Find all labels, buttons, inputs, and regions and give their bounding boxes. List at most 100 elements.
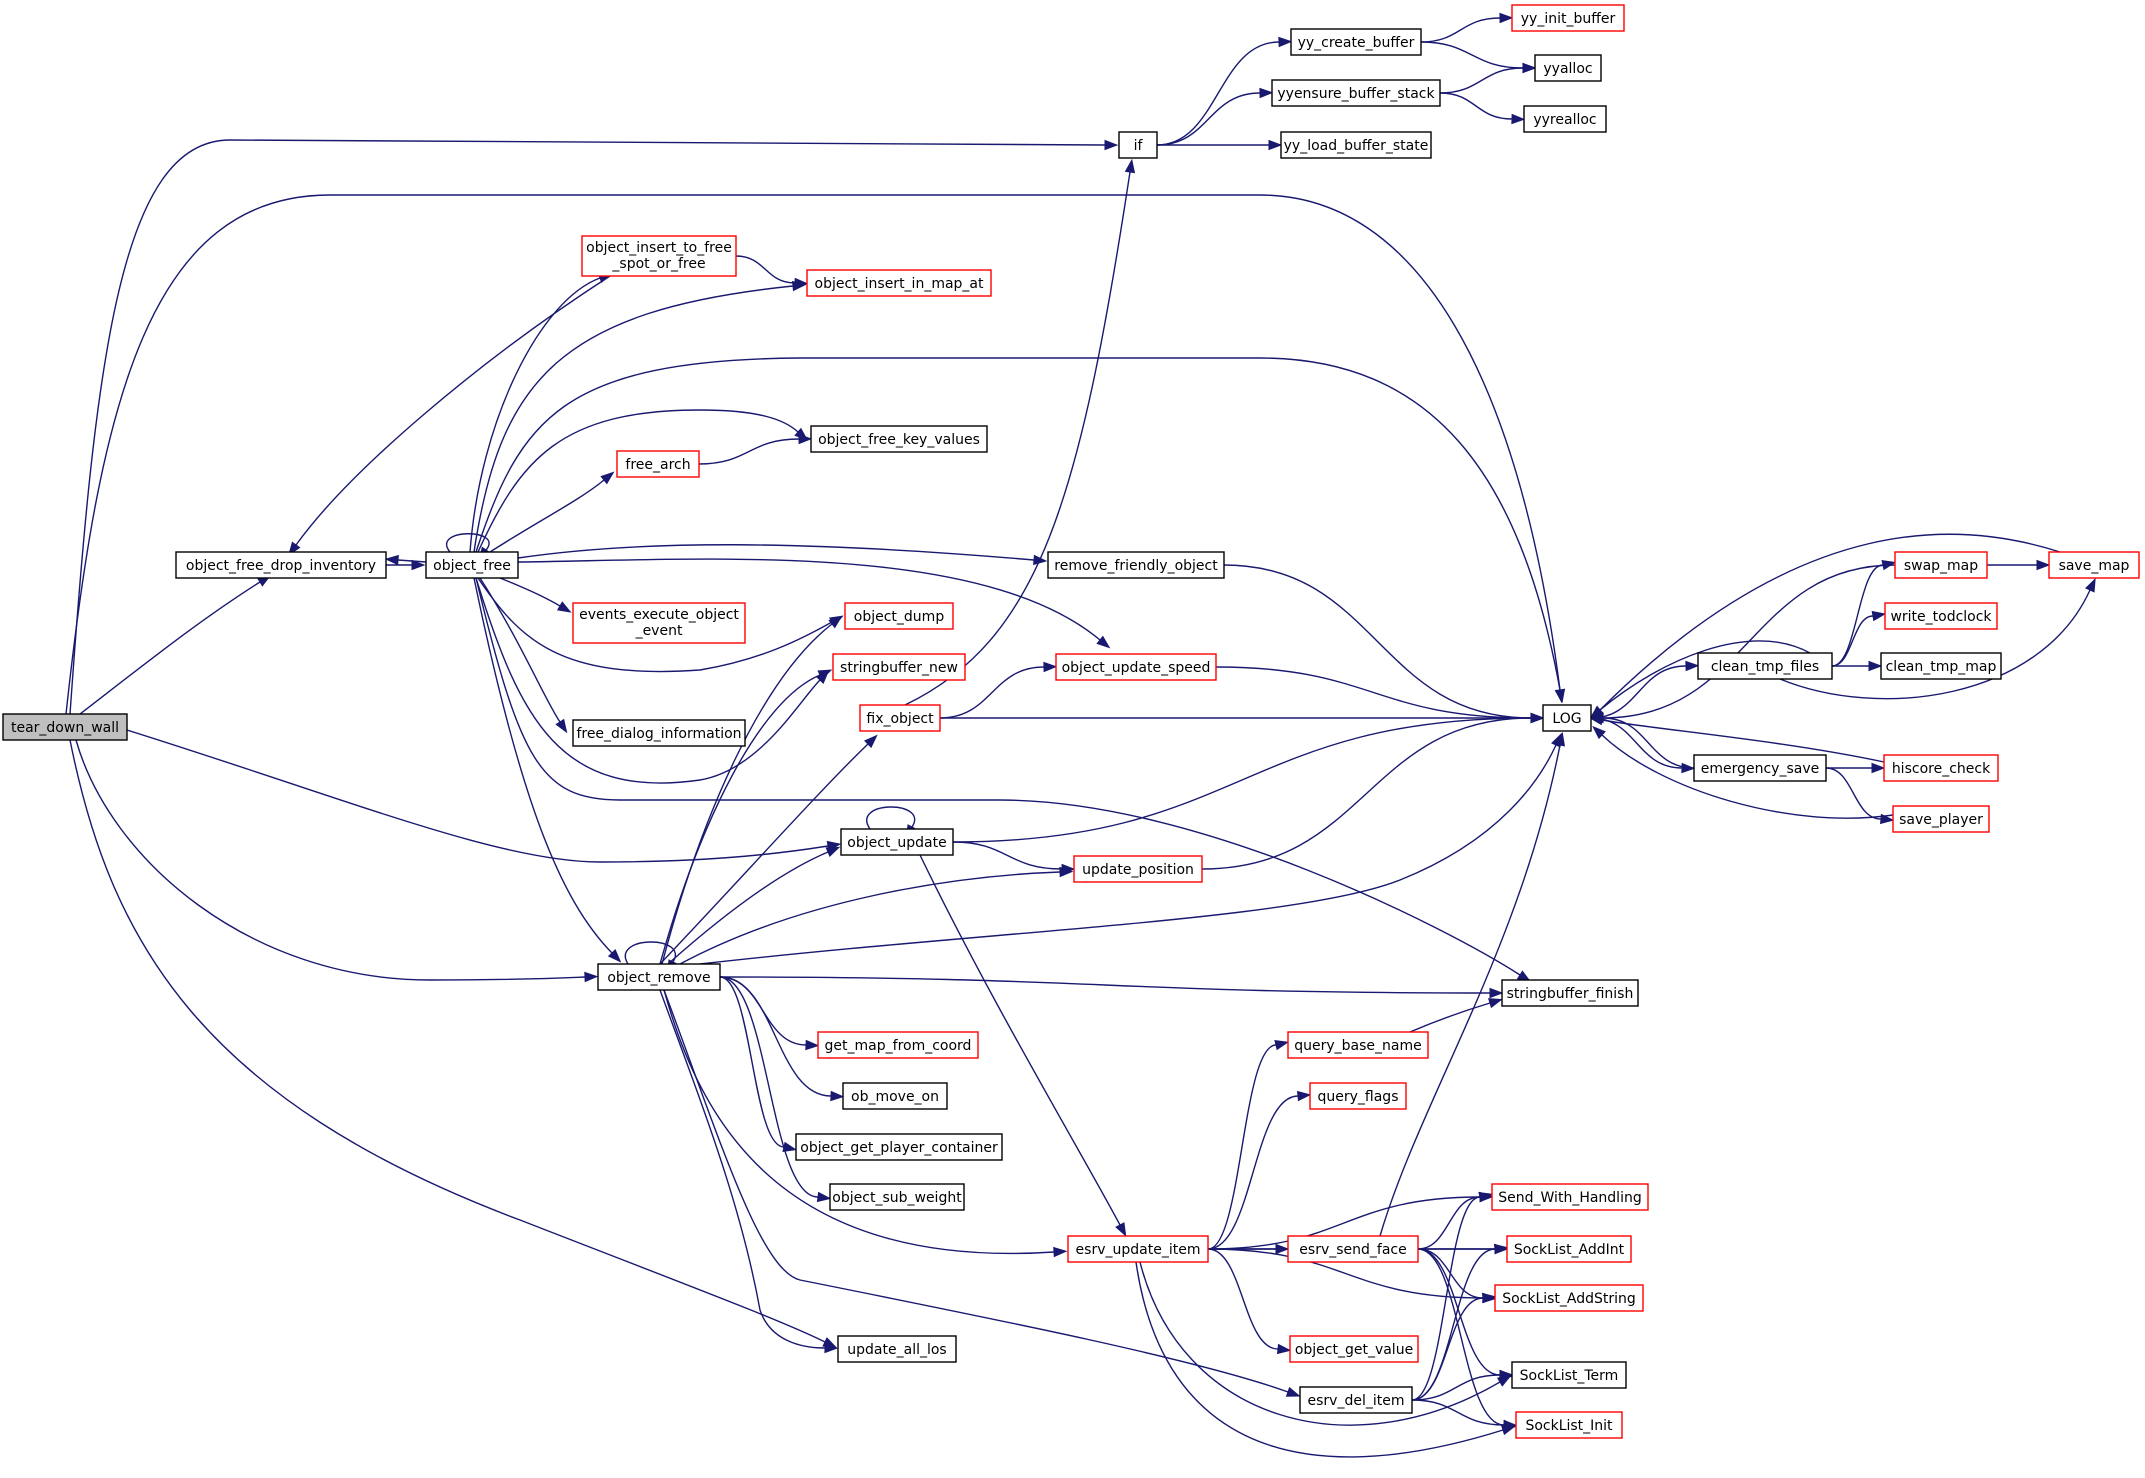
node-label: object_update_speed (1062, 660, 1211, 676)
node-box (1697, 652, 1833, 680)
node-get-map-from-coord[interactable]: get_map_from_coord (817, 1031, 979, 1059)
edge-line (499, 577, 561, 607)
node-label: object_free_key_values (818, 432, 980, 448)
node-yyrealloc[interactable]: yyrealloc (1523, 105, 1607, 133)
node-send-with-handling[interactable]: Send_With_Handling (1491, 1183, 1649, 1211)
node-update-all-los[interactable]: update_all_los (837, 1335, 957, 1363)
node-label: clean_tmp_files (1711, 659, 1819, 675)
edge-line (1156, 41, 1280, 146)
node-label: _spot_or_free (611, 256, 705, 272)
node-esrv-del-item[interactable]: esrv_del_item (1299, 1386, 1413, 1414)
node-box (1073, 855, 1203, 883)
node-object-free[interactable]: object_free (425, 551, 519, 579)
node-object-update-speed[interactable]: object_update_speed (1055, 653, 1217, 681)
node-socklist-addint[interactable]: SockList_AddInt (1506, 1235, 1632, 1263)
node-if[interactable]: if (1118, 131, 1158, 159)
arrowhead-icon (791, 280, 807, 292)
arrowhead-icon (1499, 1369, 1514, 1381)
node-yy-load-buffer-state[interactable]: yy_load_buffer_state (1280, 131, 1432, 159)
node-label: yyrealloc (1533, 112, 1596, 128)
arrowhead-icon (1481, 1292, 1497, 1304)
node-label: remove_friendly_object (1054, 558, 1218, 574)
node-save-map[interactable]: save_map (2048, 551, 2140, 579)
node-hiscore-check[interactable]: hiscore_check (1883, 754, 1999, 782)
edge-line (517, 544, 1035, 561)
node-ob-move-on[interactable]: ob_move_on (842, 1082, 948, 1110)
edge-object_free-to-remove_friendly_object (517, 544, 1048, 566)
edge-clean_tmp_files-to-save_map (1779, 577, 2096, 700)
node-object-insert-in-map-at[interactable]: object_insert_in_map_at (806, 269, 992, 297)
node-esrv-send-face[interactable]: esrv_send_face (1287, 1235, 1419, 1263)
node-object-sub-weight[interactable]: object_sub_weight (829, 1183, 965, 1211)
node-yy-create-buffer[interactable]: yy_create_buffer (1290, 28, 1422, 56)
node-tear-down-wall[interactable]: tear_down_wall (2, 713, 128, 741)
arrowhead-icon (1554, 731, 1566, 747)
node-save-player[interactable]: save_player (1892, 805, 1990, 833)
node-object-free-drop-inventory[interactable]: object_free_drop_inventory (175, 551, 387, 579)
node-stringbuffer-finish[interactable]: stringbuffer_finish (1501, 979, 1639, 1007)
edge-line (473, 577, 613, 954)
edge-esrv_del_item-to-SockList_Init (1411, 1399, 1518, 1431)
node-swap-map[interactable]: swap_map (1894, 551, 1988, 579)
node-stringbuffer-new[interactable]: stringbuffer_new (832, 653, 966, 681)
node-box (1693, 754, 1827, 782)
node-events-execute-object-event[interactable]: events_execute_object_event (572, 602, 746, 644)
node-box (795, 1133, 1003, 1161)
edge-line (479, 577, 561, 723)
node-object-get-value[interactable]: object_get_value (1289, 1335, 1419, 1363)
edge-object_remove-to-object_dump (661, 615, 843, 965)
node-box (842, 1082, 948, 1110)
node-clean-tmp-map[interactable]: clean_tmp_map (1880, 652, 2002, 680)
node-fix-object[interactable]: fix_object (859, 704, 941, 732)
arrowhead-icon (1592, 725, 1606, 740)
node-object-free-key-values[interactable]: object_free_key_values (810, 425, 988, 453)
arrowhead-icon (584, 971, 599, 983)
node-clean-tmp-files[interactable]: clean_tmp_files (1697, 652, 1833, 680)
edge-esrv_send_face-to-LOG (1379, 731, 1566, 1237)
node-socklist-init[interactable]: SockList_Init (1515, 1411, 1623, 1439)
node-box (1309, 1082, 1407, 1110)
node-box (1047, 551, 1225, 579)
edge-line (698, 438, 800, 465)
node-object-update[interactable]: object_update (840, 828, 954, 856)
node-label: esrv_update_item (1076, 1242, 1201, 1258)
edge-object_remove-to-stringbuffer_finish (719, 976, 1504, 999)
node-free-dialog-information[interactable]: free_dialog_information (572, 719, 746, 747)
node-yyensure-buffer-stack[interactable]: yyensure_buffer_stack (1271, 79, 1441, 107)
edge-tear_down_wall-to-object_remove (75, 739, 599, 983)
arrowhead-icon (825, 846, 841, 857)
edge-emergency_save-to-LOG (1589, 712, 1695, 769)
node-log[interactable]: LOG (1542, 704, 1592, 732)
node-emergency-save[interactable]: emergency_save (1693, 754, 1827, 782)
node-free-arch[interactable]: free_arch (616, 450, 700, 478)
node-update-position[interactable]: update_position (1073, 855, 1203, 883)
node-box (1289, 1335, 1419, 1363)
node-label: fix_object (866, 711, 934, 727)
node-object-dump[interactable]: object_dump (844, 602, 954, 630)
edge-line (1207, 1248, 1484, 1299)
node-esrv-update-item[interactable]: esrv_update_item (1067, 1235, 1209, 1263)
arrowhead-icon (794, 427, 809, 441)
node-remove-friendly-object[interactable]: remove_friendly_object (1047, 551, 1225, 579)
edge-esrv_update_item-to-object_get_value (1207, 1248, 1292, 1355)
arrowhead-icon (1488, 998, 1503, 1009)
node-label: yy_init_buffer (1521, 11, 1616, 27)
node-box (572, 719, 746, 747)
node-socklist-addstring[interactable]: SockList_AddString (1494, 1284, 1644, 1312)
node-query-base-name[interactable]: query_base_name (1287, 1031, 1429, 1059)
node-object-remove[interactable]: object_remove (597, 963, 721, 991)
edge-line (1207, 1095, 1299, 1250)
node-label: yyalloc (1543, 61, 1592, 77)
node-box (1118, 131, 1158, 159)
node-query-flags[interactable]: query_flags (1309, 1082, 1407, 1110)
edge-remove_friendly_object-to-LOG (1223, 564, 1545, 724)
arrowhead-icon (1059, 866, 1074, 878)
node-yyalloc[interactable]: yyalloc (1534, 54, 1602, 82)
node-yy-init-buffer[interactable]: yy_init_buffer (1511, 4, 1625, 32)
node-socklist-term[interactable]: SockList_Term (1511, 1361, 1627, 1389)
edge-line (1825, 767, 1882, 820)
node-object-insert-to-free-spot-or-free[interactable]: object_insert_to_free_spot_or_free (581, 235, 737, 277)
node-write-todclock[interactable]: write_todclock (1884, 602, 1998, 630)
edge-object_remove-to-update_position (679, 866, 1074, 965)
node-object-get-player-container[interactable]: object_get_player_container (795, 1133, 1003, 1161)
